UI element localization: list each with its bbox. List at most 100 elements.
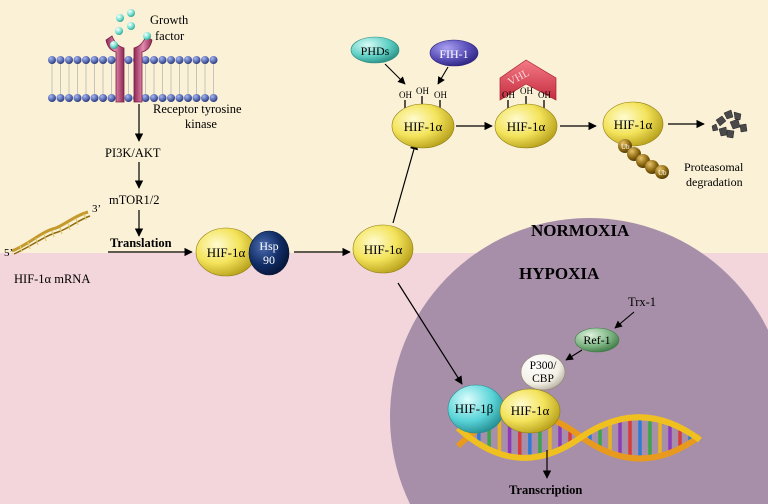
growth-factor-label-line1: Growth	[150, 13, 189, 27]
mrna-strand	[11, 210, 91, 255]
arrow-fih1	[437, 66, 449, 85]
hif1a-vhl-bound	[494, 103, 558, 149]
hif1a-label-central: HIF-1α	[364, 242, 403, 257]
oh-group-2b: OH	[520, 86, 533, 105]
lipid-head	[124, 94, 133, 102]
normoxia-label: NORMOXIA	[531, 221, 630, 240]
proteasomal-label-line2: degradation	[686, 175, 743, 189]
ref1-label: Ref-1	[583, 333, 610, 347]
lipid-head	[99, 56, 107, 64]
hsp90-label-line1: Hsp	[259, 239, 278, 253]
lipid-head	[73, 94, 82, 102]
ubiquitin-chain	[618, 139, 669, 179]
ref1	[574, 327, 620, 353]
lipid-head	[184, 94, 192, 102]
lipid-head	[192, 94, 201, 102]
hif1a-ubiquitinated	[602, 101, 664, 147]
lipid-head	[158, 56, 167, 64]
lipid-head	[65, 56, 73, 64]
hif1a-nuclear	[499, 388, 561, 434]
lipid-head	[99, 94, 107, 102]
trx1-label: Trx-1	[628, 295, 656, 309]
hsp90	[248, 230, 290, 276]
lipid-head	[175, 56, 184, 64]
arrow-ref1	[565, 349, 583, 361]
lipid-head	[167, 94, 175, 102]
fih1-label: FIH-1	[439, 47, 468, 61]
lipid-head	[56, 56, 65, 64]
lipid-head	[90, 56, 99, 64]
phds-label: PHDs	[361, 44, 390, 58]
receptor-label-line1: Receptor tyrosine	[153, 102, 242, 116]
lipid-head	[90, 94, 99, 102]
lipid-head	[141, 94, 150, 102]
phds	[350, 36, 400, 64]
lipid-head	[48, 56, 56, 64]
proteasomal-label-line1: Proteasomal	[684, 160, 744, 174]
lipid-head	[141, 56, 150, 64]
svg-text:OH: OH	[538, 90, 551, 100]
receptor-label-line2: kinase	[185, 117, 217, 131]
ub-label-1: Ub	[621, 143, 630, 151]
oh-group-1a: OH	[399, 90, 412, 108]
arrow-trx1	[614, 311, 635, 329]
lipid-head	[167, 56, 175, 64]
lipid-head	[175, 94, 184, 102]
svg-text:OH: OH	[434, 90, 447, 100]
hif1a-label-nuclear: HIF-1α	[511, 403, 550, 418]
svg-text:OH: OH	[502, 90, 515, 100]
arrow-to-nucleus	[397, 282, 463, 385]
lipid-head	[107, 94, 116, 102]
receptor-tyrosine-kinase	[105, 35, 153, 103]
vhl	[499, 59, 557, 101]
svg-text:OH: OH	[416, 86, 429, 96]
lipid-head	[124, 56, 133, 64]
growth-factor-label-line2: factor	[155, 29, 185, 43]
lipid-head	[82, 56, 90, 64]
nucleus	[390, 218, 768, 504]
lipid-head	[158, 94, 167, 102]
lipid-head	[184, 56, 192, 64]
lipid-head	[209, 56, 218, 64]
svg-text:OH: OH	[520, 86, 533, 96]
lipid-head	[192, 56, 201, 64]
lipid-head	[150, 94, 158, 102]
lipid-head	[48, 94, 56, 102]
lipid-head	[73, 56, 82, 64]
mtor-label: mTOR1/2	[109, 193, 159, 207]
arrow-to-normoxia	[392, 141, 418, 224]
lipid-head	[209, 94, 218, 102]
degradation-fragments	[711, 109, 748, 139]
lipid-head	[201, 56, 209, 64]
lipid-head	[150, 56, 158, 64]
lipid-head	[82, 94, 90, 102]
mrna-label: HIF-1α mRNA	[14, 272, 90, 286]
oh-group-2a: OH	[502, 90, 515, 108]
cell-membrane	[48, 56, 218, 102]
lipid-head	[107, 56, 116, 64]
svg-text:OH: OH	[399, 90, 412, 100]
oh-group-1c: OH	[434, 90, 447, 108]
hsp90-label-line2: 90	[263, 253, 275, 267]
hif1b-label: HIF-1β	[455, 401, 494, 416]
oh-group-1b: OH	[416, 86, 429, 105]
dna-helix	[455, 410, 702, 462]
fih1	[429, 39, 479, 67]
p300-cbp	[520, 353, 566, 391]
ub-label-2: Ub	[658, 169, 667, 177]
oh-group-2c: OH	[538, 90, 551, 108]
translation-label: Translation	[110, 236, 172, 250]
transcription-label: Transcription	[509, 483, 582, 497]
hif1a-central	[352, 224, 414, 274]
hif1a-label-vhl: HIF-1α	[507, 119, 546, 134]
hif1a-label-hydroxylated: HIF-1α	[404, 119, 443, 134]
mrna-3prime-label: 3’	[92, 203, 101, 215]
hif1a-label-ubiquitinated: HIF-1α	[614, 117, 653, 132]
lipid-head	[56, 94, 65, 102]
p300-label-line2: CBP	[532, 373, 554, 385]
pi3k-akt-label: PI3K/AKT	[105, 146, 161, 160]
hif1a-hydroxylated	[391, 103, 455, 149]
mrna-5prime-label: 5’	[4, 247, 13, 259]
p300-label-line1: P300/	[530, 360, 558, 372]
